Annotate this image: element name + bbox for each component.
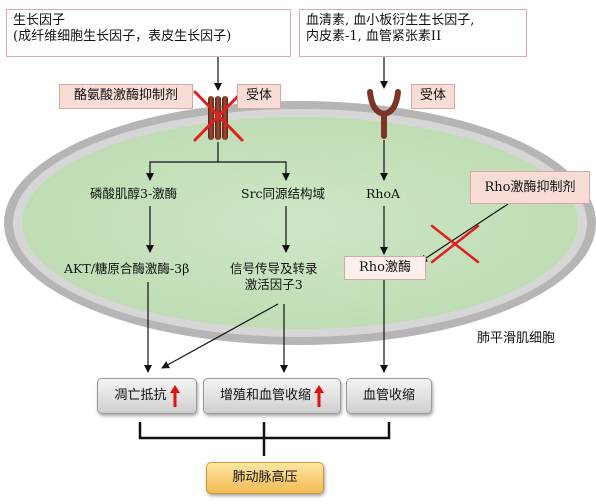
arrow-stat3-to-antiapoptosis bbox=[161, 303, 279, 369]
pi3k-node: 磷酸肌醇3-激酶 bbox=[90, 186, 178, 201]
rhoa-node: RhoA bbox=[366, 186, 401, 201]
rho-kinase-inhibitor-label: Rho激酶抑制剂 bbox=[470, 171, 590, 204]
serum-factor-line2: 内皮素-1, 血管紧张素II bbox=[306, 29, 442, 44]
branch-right-receptor bbox=[218, 161, 290, 181]
growth-factor-line2: (成纤维细胞生长因子，表皮生长因子) bbox=[13, 29, 232, 44]
inhibition-x-icon bbox=[193, 90, 244, 142]
y-receptor-icon bbox=[367, 89, 401, 139]
stat3-line1: 信号传导及转录 bbox=[230, 261, 318, 276]
branch-left-receptor bbox=[146, 142, 219, 181]
cell-cytoplasm bbox=[22, 117, 578, 329]
rho-kinase-node: Rho激酶 bbox=[344, 256, 426, 280]
proliferation-label: 增殖和血管收缩 bbox=[219, 388, 311, 403]
receptor-label-right: 受体 bbox=[411, 84, 455, 109]
growth-factor-line1: 生长因子 bbox=[13, 13, 66, 28]
receptor-label-left: 受体 bbox=[237, 84, 281, 109]
growth-factor-source: 生长因子 (成纤维细胞生长因子，表皮生长因子) bbox=[6, 9, 291, 57]
proliferation-outcome: 增殖和血管收缩 bbox=[203, 378, 341, 414]
up-arrow-icon bbox=[169, 384, 180, 407]
akt-node: AKT/糖原合酶激酶-3β bbox=[64, 261, 190, 276]
serum-factor-line1: 血清素, 血小板衍生生长因子, bbox=[306, 13, 475, 28]
stat3-node: 信号传导及转录 激活因子3 bbox=[230, 261, 318, 293]
arrow-inhibitor-to-rhokinase bbox=[419, 203, 509, 263]
antiapoptosis-outcome: 凋亡抵抗 bbox=[97, 378, 197, 414]
stat3-line2: 激活因子3 bbox=[244, 277, 303, 292]
inhibition-x-icon-rho bbox=[430, 224, 480, 264]
cell-label: 肺平滑肌细胞 bbox=[477, 331, 556, 346]
pulmonary-hypertension-outcome: 肺动脉高压 bbox=[206, 462, 324, 494]
vasoconstriction-outcome: 血管收缩 bbox=[346, 378, 432, 414]
serum-factor-source: 血清素, 血小板衍生生长因子, 内皮素-1, 血管紧张素II bbox=[299, 9, 527, 57]
outcomes-bracket bbox=[138, 422, 391, 440]
up-arrow-icon bbox=[314, 384, 324, 407]
src-node: Src同源结构域 bbox=[241, 186, 326, 201]
tyrosine-kinase-inhibitor-label: 酪氨酸激酶抑制剂 bbox=[59, 84, 193, 109]
antiapoptosis-label: 凋亡抵抗 bbox=[114, 388, 167, 403]
